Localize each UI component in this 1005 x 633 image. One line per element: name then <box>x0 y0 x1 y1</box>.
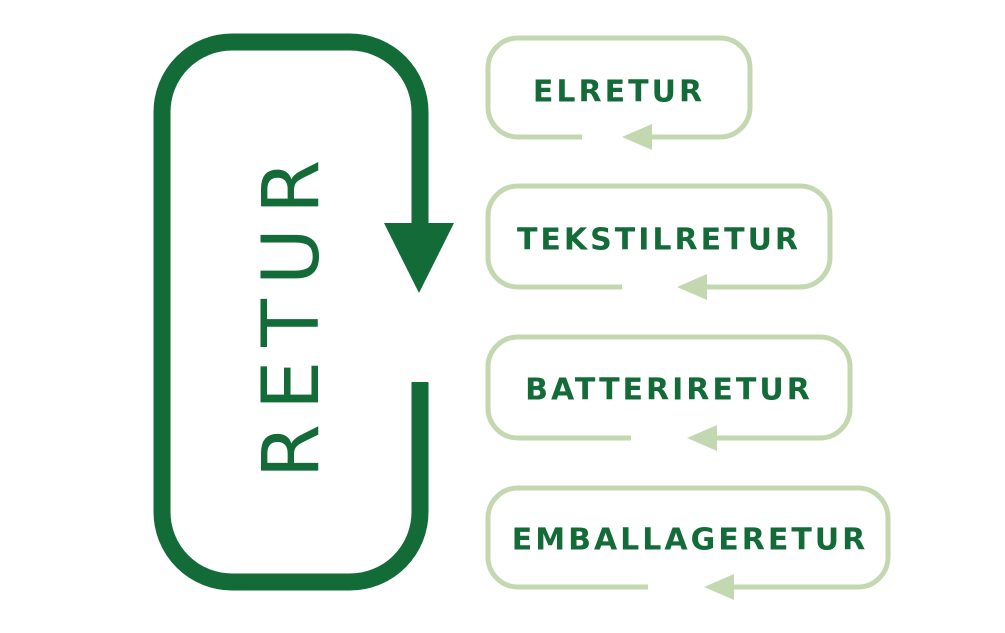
main-loop-path <box>153 33 429 591</box>
box-tekstilretur: TEKSTILRETUR <box>485 183 833 300</box>
box-batteriretur: BATTERIRETUR <box>485 334 853 451</box>
main-loop: RETUR <box>153 33 454 591</box>
box-outline <box>485 183 833 290</box>
box-outline <box>485 35 753 140</box>
return-arrow-icon <box>704 574 734 600</box>
main-loop-arrowhead-icon <box>384 223 454 293</box>
box-emballageretur: EMBALLAGERETUR <box>485 485 891 600</box>
box-label: TEKSTILRETUR <box>517 223 801 258</box>
return-arrow-icon <box>677 274 707 300</box>
box-outline <box>485 485 891 590</box>
box-elretur: ELRETUR <box>485 35 753 150</box>
box-outline <box>485 334 853 441</box>
return-arrow-icon <box>622 124 652 150</box>
box-label: ELRETUR <box>533 75 705 110</box>
box-label: BATTERIRETUR <box>525 373 813 408</box>
return-arrow-icon <box>687 425 717 451</box>
main-label: RETUR <box>247 146 337 478</box>
box-label: EMBALLAGERETUR <box>512 523 869 558</box>
